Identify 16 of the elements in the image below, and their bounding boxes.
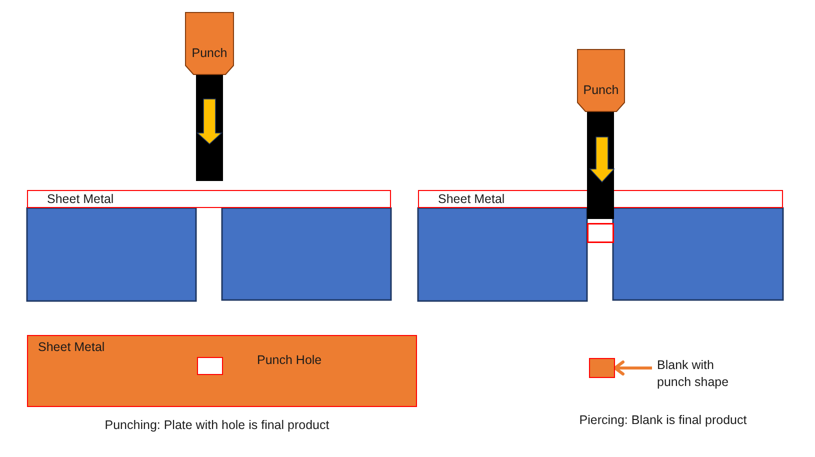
- punch-hole: [197, 357, 223, 375]
- blank-piece: [589, 358, 615, 378]
- part-label: Sheet Metal: [438, 191, 505, 207]
- part-label: Sheet Metal: [47, 191, 114, 207]
- punch: [185, 12, 234, 181]
- sheet-metal-strip: [418, 190, 783, 208]
- sheet-metal-plate: [27, 335, 417, 407]
- callout-text: Blank with punch shape: [652, 357, 742, 391]
- part-label: Sheet Metal: [38, 339, 105, 355]
- arrow: [614, 360, 652, 376]
- caption-text: Punching: Plate with hole is final product: [104, 417, 330, 433]
- part-label: Punch Hole: [257, 352, 322, 368]
- caption-text: Piercing: Blank is final product: [578, 412, 748, 428]
- part-label: Punch: [190, 45, 228, 61]
- part-label: Punch: [582, 82, 620, 98]
- sheet-metal-strip: [27, 190, 391, 208]
